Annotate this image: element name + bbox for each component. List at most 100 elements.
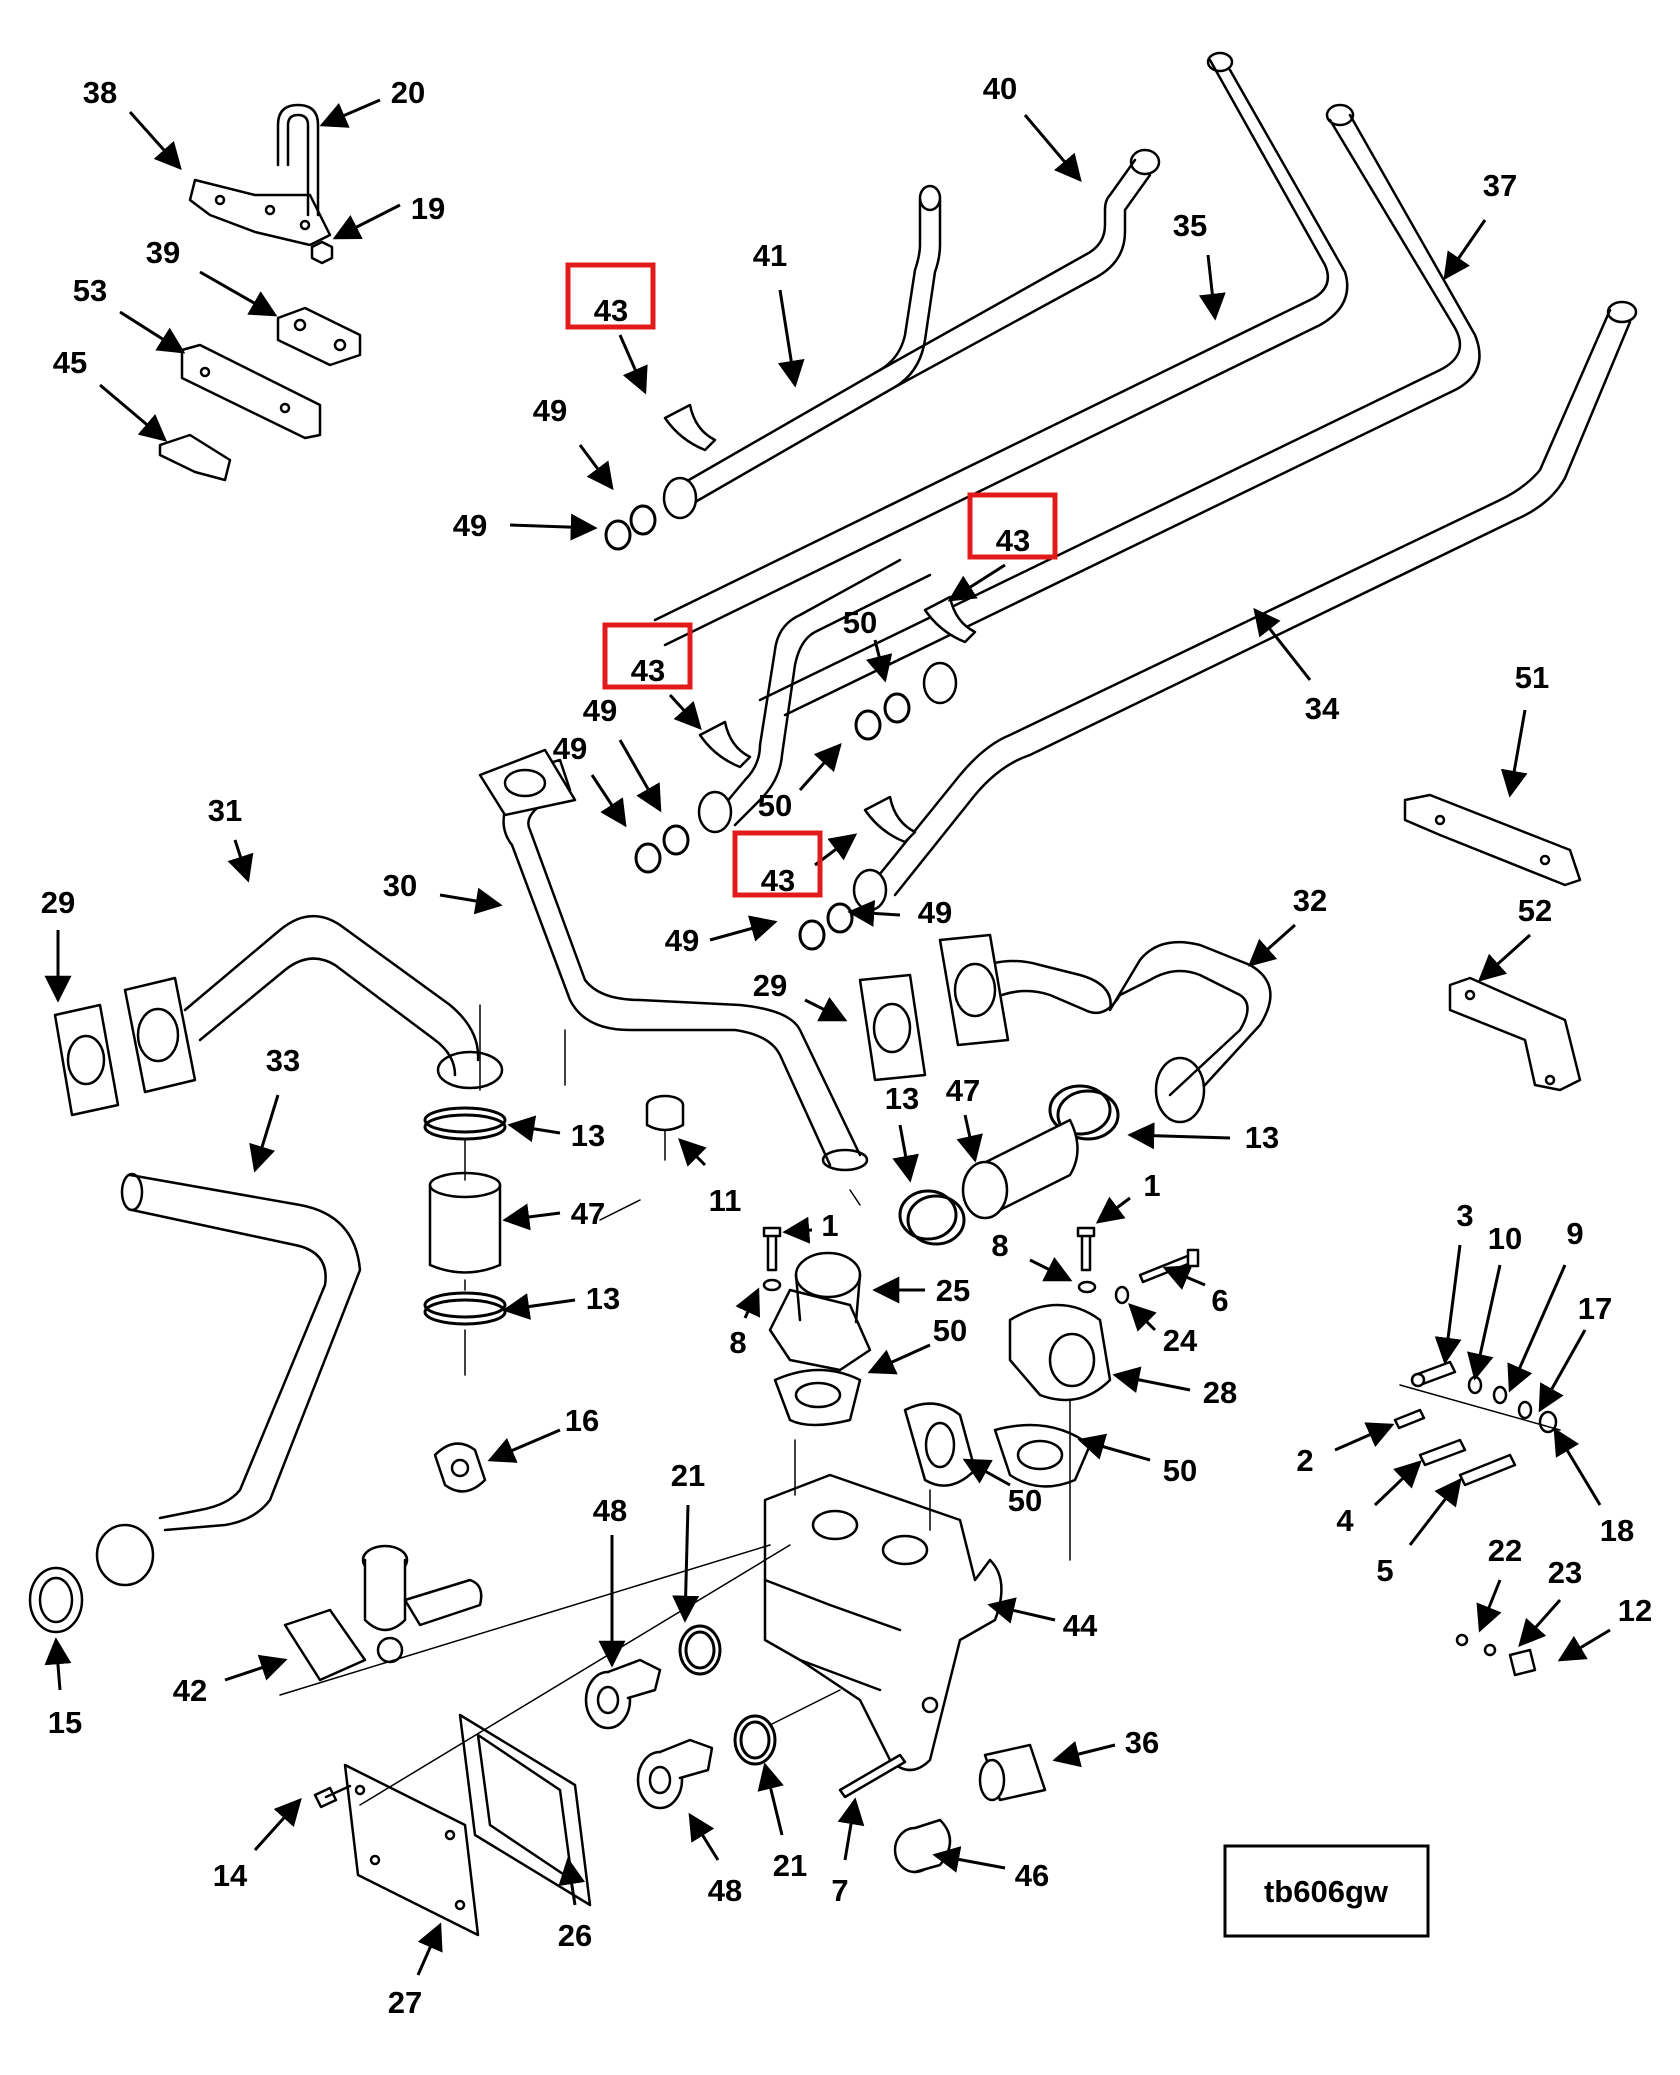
elbow-32: [973, 940, 1272, 1124]
callout-number: 1: [821, 1208, 838, 1243]
callout-arrow: [956, 1114, 983, 1163]
sleeve-47-right: [961, 1118, 1079, 1220]
tube-41: [666, 184, 942, 507]
callout-arrow: [99, 383, 168, 442]
highlight-box: [565, 262, 656, 330]
callout-arrow: [1477, 933, 1532, 982]
callout-arrow: [618, 334, 648, 395]
callout-27: 27: [388, 1922, 443, 2020]
callout-49: 49: [553, 731, 627, 828]
callout-29: 29: [753, 968, 848, 1022]
callout-number: 49: [665, 923, 699, 958]
callout-arrow: [224, 1654, 288, 1682]
callout-18: 18: [1553, 1427, 1634, 1548]
callout-arrow: [987, 1597, 1056, 1624]
callout-arrow: [1538, 1329, 1587, 1413]
callout-number: 49: [553, 731, 587, 766]
clips-43: [663, 403, 977, 844]
callout-number: 50: [758, 788, 792, 823]
gasket-29-left: [53, 1003, 120, 1117]
sensor-42: [283, 1544, 483, 1682]
callout-arrow: [249, 1094, 280, 1173]
callout-33: 33: [249, 1043, 300, 1173]
callout-52: 52: [1477, 893, 1552, 982]
callout-number: 36: [1125, 1725, 1159, 1760]
bolt-14: [313, 1784, 352, 1809]
gasket-50-c: [993, 1423, 1092, 1488]
callout-number: 17: [1578, 1291, 1612, 1326]
callout-53: 53: [73, 273, 186, 354]
highlight-box: [602, 622, 693, 690]
callout-number: 49: [918, 895, 952, 930]
callout-40: 40: [983, 71, 1082, 183]
callout-20: 20: [319, 75, 425, 128]
callout-number: 30: [383, 868, 417, 903]
callout-arrow: [1247, 923, 1296, 967]
callout-12: 12: [1557, 1593, 1652, 1662]
callout-number: 52: [1518, 893, 1552, 928]
callout-4: 4: [1336, 1460, 1422, 1538]
callout-43: 43: [761, 833, 858, 898]
gasket-29-right: [858, 973, 927, 1082]
callout-13: 13: [1127, 1120, 1279, 1155]
callout-26: 26: [558, 1857, 592, 1953]
callout-number: 26: [558, 1918, 592, 1953]
housing-44: [763, 1473, 1003, 1772]
callout-number: 23: [1548, 1555, 1582, 1590]
callout-arrow: [709, 915, 778, 942]
part-drawings: [28, 51, 1638, 1937]
callout-number: 12: [1618, 1593, 1652, 1628]
callout-arrow: [867, 1343, 931, 1375]
nut-19: [310, 240, 334, 265]
clip-45: [158, 433, 232, 482]
callout-number: 50: [1163, 1453, 1197, 1488]
callout-31: 31: [208, 793, 254, 883]
callout-arrow: [44, 1637, 72, 1691]
callout-1: 1: [1095, 1168, 1161, 1224]
callout-arrow: [1500, 709, 1528, 798]
callout-number: 47: [571, 1196, 605, 1231]
tube-35: [653, 51, 1349, 647]
callout-34: 34: [1253, 607, 1340, 726]
callout-2: 2: [1296, 1422, 1395, 1478]
callout-number: 13: [586, 1281, 620, 1316]
callout-number: 13: [1245, 1120, 1279, 1155]
o-rings: [604, 504, 911, 951]
highlight-boxes: [565, 262, 1058, 898]
bracket-38: [188, 178, 332, 247]
callout-47: 47: [502, 1196, 605, 1231]
callout-number: 20: [391, 75, 425, 110]
bracket-52: [1448, 976, 1582, 1092]
callout-arrow: [1095, 1196, 1131, 1224]
callout-50: 50: [1077, 1433, 1197, 1488]
callout-29: 29: [41, 885, 75, 1003]
callout-arrow: [757, 1762, 784, 1836]
callout-arrow: [1052, 1741, 1116, 1768]
callout-arrow: [847, 899, 901, 927]
callout-14: 14: [213, 1797, 302, 1893]
drawing-id: tb606gw: [1264, 1874, 1389, 1909]
callout-39: 39: [146, 235, 278, 317]
callout-21: 21: [757, 1762, 807, 1883]
callout-43: 43: [631, 653, 702, 730]
callout-number: 31: [208, 793, 242, 828]
callout-arrow: [1198, 254, 1226, 321]
callout-number: 8: [729, 1325, 746, 1360]
callout-number: 27: [388, 1985, 422, 2020]
callout-number: 16: [565, 1403, 599, 1438]
callout-number: 29: [753, 968, 787, 1003]
callout-number: 44: [1063, 1608, 1098, 1643]
callout-number: 11: [709, 1183, 742, 1218]
callout-number: 47: [946, 1073, 980, 1108]
callout-48: 48: [688, 1812, 742, 1908]
callout-arrow: [678, 1138, 707, 1167]
drawing-id-tag: tb606gw: [1223, 1844, 1430, 1938]
callout-number: 13: [571, 1118, 605, 1153]
callout-number: 28: [1203, 1375, 1237, 1410]
callout-43: 43: [947, 523, 1030, 602]
callout-number: 1: [1143, 1168, 1160, 1203]
callout-number: 42: [173, 1673, 207, 1708]
callout-42: 42: [173, 1654, 288, 1708]
callout-24: 24: [1128, 1303, 1198, 1358]
